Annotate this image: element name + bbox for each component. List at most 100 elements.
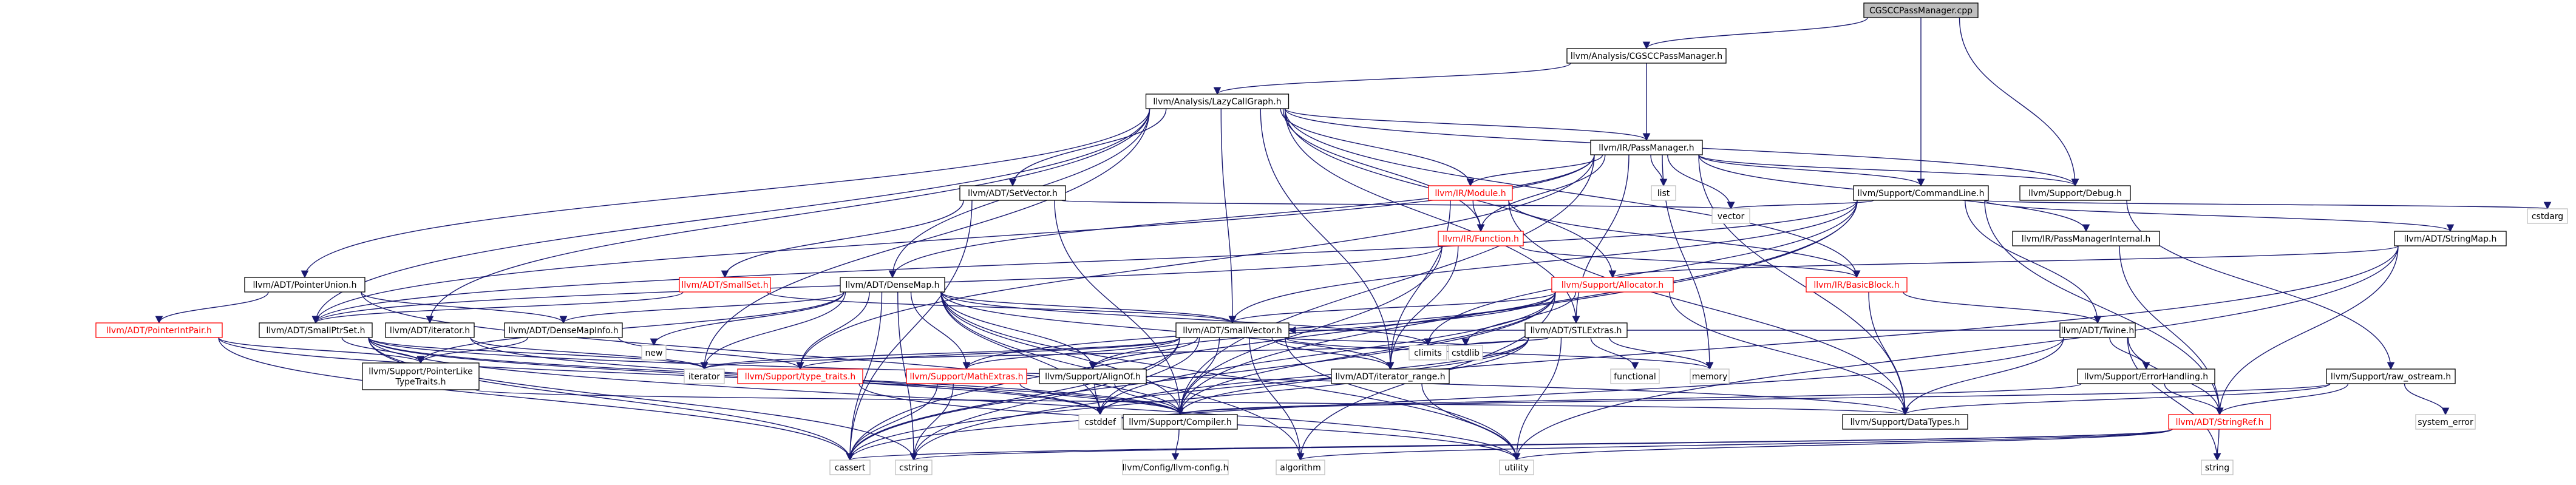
edge-densemap-to-cassert <box>846 291 883 461</box>
edge-setvector-to-vector <box>1061 200 1734 210</box>
node-stlextras[interactable]: llvm/ADT/STLExtras.h <box>1524 322 1628 338</box>
edge-passmanager-to-vector <box>1667 154 1735 210</box>
node-twine[interactable]: llvm/ADT/Twine.h <box>2059 322 2136 338</box>
node-basicblock[interactable]: llvm/IR/BasicBlock.h <box>1806 277 1908 293</box>
node-allocator[interactable]: llvm/Support/Allocator.h <box>1551 277 1674 293</box>
edge-twine-to-errorhandling <box>2109 337 2150 370</box>
node-commandline[interactable]: llvm/Support/CommandLine.h <box>1853 185 1989 201</box>
node-memory: memory <box>1690 368 1730 384</box>
node-box-raw_ostream <box>2326 368 2456 384</box>
node-box-errorhandling <box>2077 368 2215 384</box>
edge-smallvector-to-algorithm <box>1249 337 1305 461</box>
node-stringref[interactable]: llvm/ADT/StringRef.h <box>2168 414 2271 430</box>
node-box-module <box>1428 185 1513 201</box>
edge-setvector-to-cassert <box>846 200 973 461</box>
node-stringmap[interactable]: llvm/ADT/StringMap.h <box>2394 231 2507 246</box>
node-label-alignof: llvm/Support/AlignOf.h <box>1045 372 1141 382</box>
node-setvector[interactable]: llvm/ADT/SetVector.h <box>959 185 1066 201</box>
node-mathextras[interactable]: llvm/Support/MathExtras.h <box>906 368 1027 384</box>
edge-smallptrset-to-iterator <box>368 337 709 370</box>
node-label-function: llvm/IR/Function.h <box>1443 234 1519 244</box>
edge-densemap-to-pointerlike <box>416 291 845 364</box>
node-label-pointerunion: llvm/ADT/PointerUnion.h <box>253 280 357 290</box>
node-box-iterator_h <box>385 322 475 338</box>
edge-densemap-to-new <box>650 291 845 347</box>
node-iterator_range[interactable]: llvm/ADT/iterator_range.h <box>1331 368 1450 384</box>
node-cgscc_h[interactable]: llvm/Analysis/CGSCCPassManager.h <box>1566 48 1727 64</box>
node-alignof[interactable]: llvm/Support/AlignOf.h <box>1039 368 1147 384</box>
edge-root-to-debug <box>1959 17 2079 187</box>
node-module[interactable]: llvm/IR/Module.h <box>1428 185 1513 201</box>
edge-densemap-to-cstddef <box>940 291 1104 416</box>
node-label-densemapinfo: llvm/ADT/DenseMapInfo.h <box>508 326 618 336</box>
node-debug[interactable]: llvm/Support/Debug.h <box>2019 185 2131 201</box>
node-label-smallptrset: llvm/ADT/SmallPtrSet.h <box>267 326 365 336</box>
node-smallset[interactable]: llvm/ADT/SmallSet.h <box>679 277 771 293</box>
node-label-pmi: llvm/IR/PassManagerInternal.h <box>2022 234 2151 244</box>
graph-edges <box>155 17 2551 461</box>
node-pmi[interactable]: llvm/IR/PassManagerInternal.h <box>2012 231 2160 246</box>
node-box-commandline <box>1853 185 1989 201</box>
node-label-cstring: cstring <box>899 463 928 473</box>
node-pointerunion[interactable]: llvm/ADT/PointerUnion.h <box>244 277 365 293</box>
node-label-smallset: llvm/ADT/SmallSet.h <box>681 280 768 290</box>
node-raw_ostream[interactable]: llvm/Support/raw_ostream.h <box>2326 368 2456 384</box>
node-iterator: iterator <box>684 368 725 384</box>
edge-twine-to-datatypes <box>1901 337 2064 416</box>
edge-smallvector-to-cstring <box>909 337 1180 461</box>
node-label-iterator_h: llvm/ADT/iterator.h <box>390 326 470 336</box>
node-passmanager[interactable]: llvm/IR/PassManager.h <box>1590 140 1703 155</box>
edge-lcg-to-iterator_range <box>1260 108 1395 370</box>
edge-smallset-to-smallptrset <box>311 291 684 324</box>
edge-stringref-to-algorithm <box>1297 429 2173 461</box>
node-densemap[interactable]: llvm/ADT/DenseMap.h <box>840 277 945 293</box>
node-algorithm: algorithm <box>1276 460 1325 475</box>
edge-module-to-basicblock <box>1508 200 1861 279</box>
edge-lcg-to-smallptrset <box>311 108 1150 324</box>
node-label-raw_ostream: llvm/Support/raw_ostream.h <box>2331 372 2451 382</box>
edge-passmanager-to-densemap <box>888 154 1595 279</box>
node-compiler[interactable]: llvm/Support/Compiler.h <box>1123 414 1238 430</box>
edge-setvector-to-compiler <box>1054 200 1184 416</box>
edge-raw_ostream-to-compiler <box>1177 383 2331 416</box>
edge-lcg-to-basicblock <box>1284 108 1861 279</box>
node-box-iterator <box>684 368 725 384</box>
node-box-memory <box>1690 368 1730 384</box>
edge-passmanager-to-stlextras <box>1572 154 1630 324</box>
edge-mathextras-to-cassert <box>846 383 938 461</box>
node-errorhandling[interactable]: llvm/Support/ErrorHandling.h <box>2077 368 2215 384</box>
node-box-compiler <box>1123 414 1238 430</box>
edge-densemapinfo-to-typetraits <box>618 337 804 370</box>
edge-pointerintpair-to-cassert <box>218 337 854 461</box>
node-datatypes[interactable]: llvm/Support/DataTypes.h <box>1842 414 1968 430</box>
node-label-twine: llvm/ADT/Twine.h <box>2061 326 2134 336</box>
node-box-vector <box>1711 208 1750 224</box>
node-smallvector[interactable]: llvm/ADT/SmallVector.h <box>1175 322 1290 338</box>
edge-smallset-to-smallvector <box>766 291 1236 324</box>
node-root[interactable]: CGSCCPassManager.cpp <box>1863 2 1979 18</box>
node-label-errorhandling: llvm/Support/ErrorHandling.h <box>2084 372 2208 382</box>
node-label-pointerintpair: llvm/ADT/PointerIntPair.h <box>106 326 212 336</box>
node-box-cstdarg <box>2527 208 2568 224</box>
node-cstddef: cstddef <box>1078 414 1122 430</box>
graph-nodes: CGSCCPassManager.cpp llvm/Analysis/CGSCCP… <box>95 2 2568 475</box>
node-iterator_h[interactable]: llvm/ADT/iterator.h <box>385 322 475 338</box>
edge-passmanager-to-typetraits <box>796 154 1595 370</box>
node-typetraits[interactable]: llvm/Support/type_traits.h <box>737 368 863 384</box>
node-box-pointerlike <box>362 362 480 390</box>
node-cstdlib: cstdlib <box>1448 345 1483 361</box>
node-system_error: system_error <box>2415 414 2476 430</box>
node-box-pmi <box>2012 231 2160 246</box>
node-label-cstdlib: cstdlib <box>1452 348 1480 358</box>
node-label-system_error: system_error <box>2418 418 2473 427</box>
node-label-cstddef: cstddef <box>1084 418 1116 427</box>
node-smallptrset[interactable]: llvm/ADT/SmallPtrSet.h <box>259 322 373 338</box>
node-lcg[interactable]: llvm/Analysis/LazyCallGraph.h <box>1145 93 1290 109</box>
edge-lcg-to-iterator <box>700 108 1150 370</box>
edge-allocator-to-smallvector <box>1228 291 1556 324</box>
node-label-mathextras: llvm/Support/MathExtras.h <box>909 372 1023 382</box>
node-densemapinfo[interactable]: llvm/ADT/DenseMapInfo.h <box>504 322 623 338</box>
node-pointerintpair[interactable]: llvm/ADT/PointerIntPair.h <box>95 322 223 338</box>
node-function[interactable]: llvm/IR/Function.h <box>1438 231 1524 246</box>
